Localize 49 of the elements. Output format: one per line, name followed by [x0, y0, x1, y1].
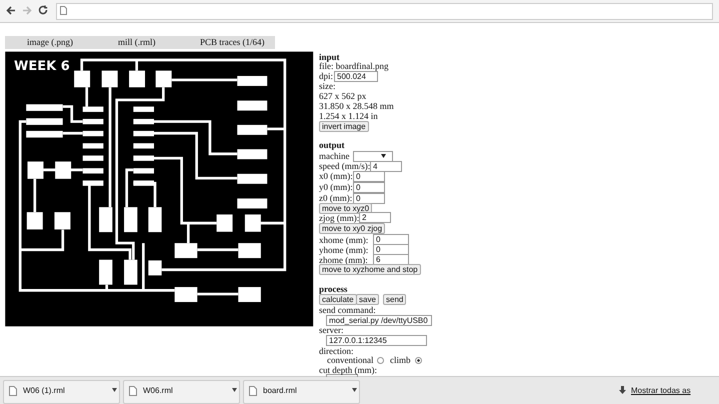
field-label: yhome (mm):: [319, 245, 368, 255]
field-label: send command:: [319, 305, 376, 315]
field-label: conventional: [327, 355, 374, 365]
field-label: x0 (mm):: [319, 171, 353, 181]
tab-label: image (.png): [27, 36, 73, 48]
input-field: 6: [373, 254, 409, 265]
input-field: 2: [359, 212, 391, 223]
field-label: z0 (mm):: [319, 193, 352, 203]
section-heading: output: [319, 140, 345, 150]
tab-label: PCB traces (1/64): [200, 36, 264, 48]
file-name: board.rml: [263, 386, 297, 395]
board-title: WEEK 6: [14, 60, 70, 74]
input-field: 0: [373, 234, 409, 245]
input-field: 0: [353, 182, 385, 193]
field-label: direction:: [319, 346, 354, 356]
file-name: W06.rml: [143, 386, 173, 395]
show-all-link: Mostrar todas as: [631, 386, 691, 395]
field-label: zhome (mm):: [319, 255, 368, 265]
button: move to xyzhome and stop: [319, 264, 421, 275]
input-field: 0: [353, 193, 385, 204]
input-field: 127.0.0.1:12345: [326, 335, 427, 346]
button: calculate: [319, 294, 357, 305]
file-name: W06 (1).rml: [23, 386, 65, 395]
field-label: 31.850 x 28.548 mm: [319, 101, 394, 111]
input-field: 0: [373, 244, 409, 255]
tab-label: mill (.rml): [118, 36, 156, 48]
button: send: [383, 294, 406, 305]
field-label: zjog (mm):: [319, 213, 360, 223]
field-label: climb: [390, 355, 410, 365]
field-label: xhome (mm):: [319, 235, 368, 245]
field-label: cut depth (mm):: [319, 365, 377, 375]
section-heading: input: [319, 52, 340, 62]
field-label: 627 x 562 px: [319, 91, 366, 101]
field-label: 1.254 x 1.124 in: [319, 111, 378, 121]
button: move to xy0 zjog: [319, 223, 386, 234]
field-label: file: boardfinal.png: [319, 61, 388, 71]
button: invert image: [319, 121, 369, 132]
section-heading: process: [319, 284, 348, 294]
field-label: dpi:: [319, 71, 334, 81]
field-label: server:: [319, 325, 344, 335]
field-label: y0 (mm):: [319, 182, 353, 192]
input-field: mod_serial.py /dev/ttyUSB0: [326, 315, 432, 326]
button: move to xyz0: [319, 203, 372, 214]
field-label: speed (mm/s):: [319, 161, 370, 171]
button: save: [356, 294, 379, 305]
field-label: machine: [319, 151, 350, 161]
input-field: 0: [353, 171, 385, 182]
input-field: 500.024: [334, 71, 378, 82]
field-label: size:: [319, 81, 336, 91]
